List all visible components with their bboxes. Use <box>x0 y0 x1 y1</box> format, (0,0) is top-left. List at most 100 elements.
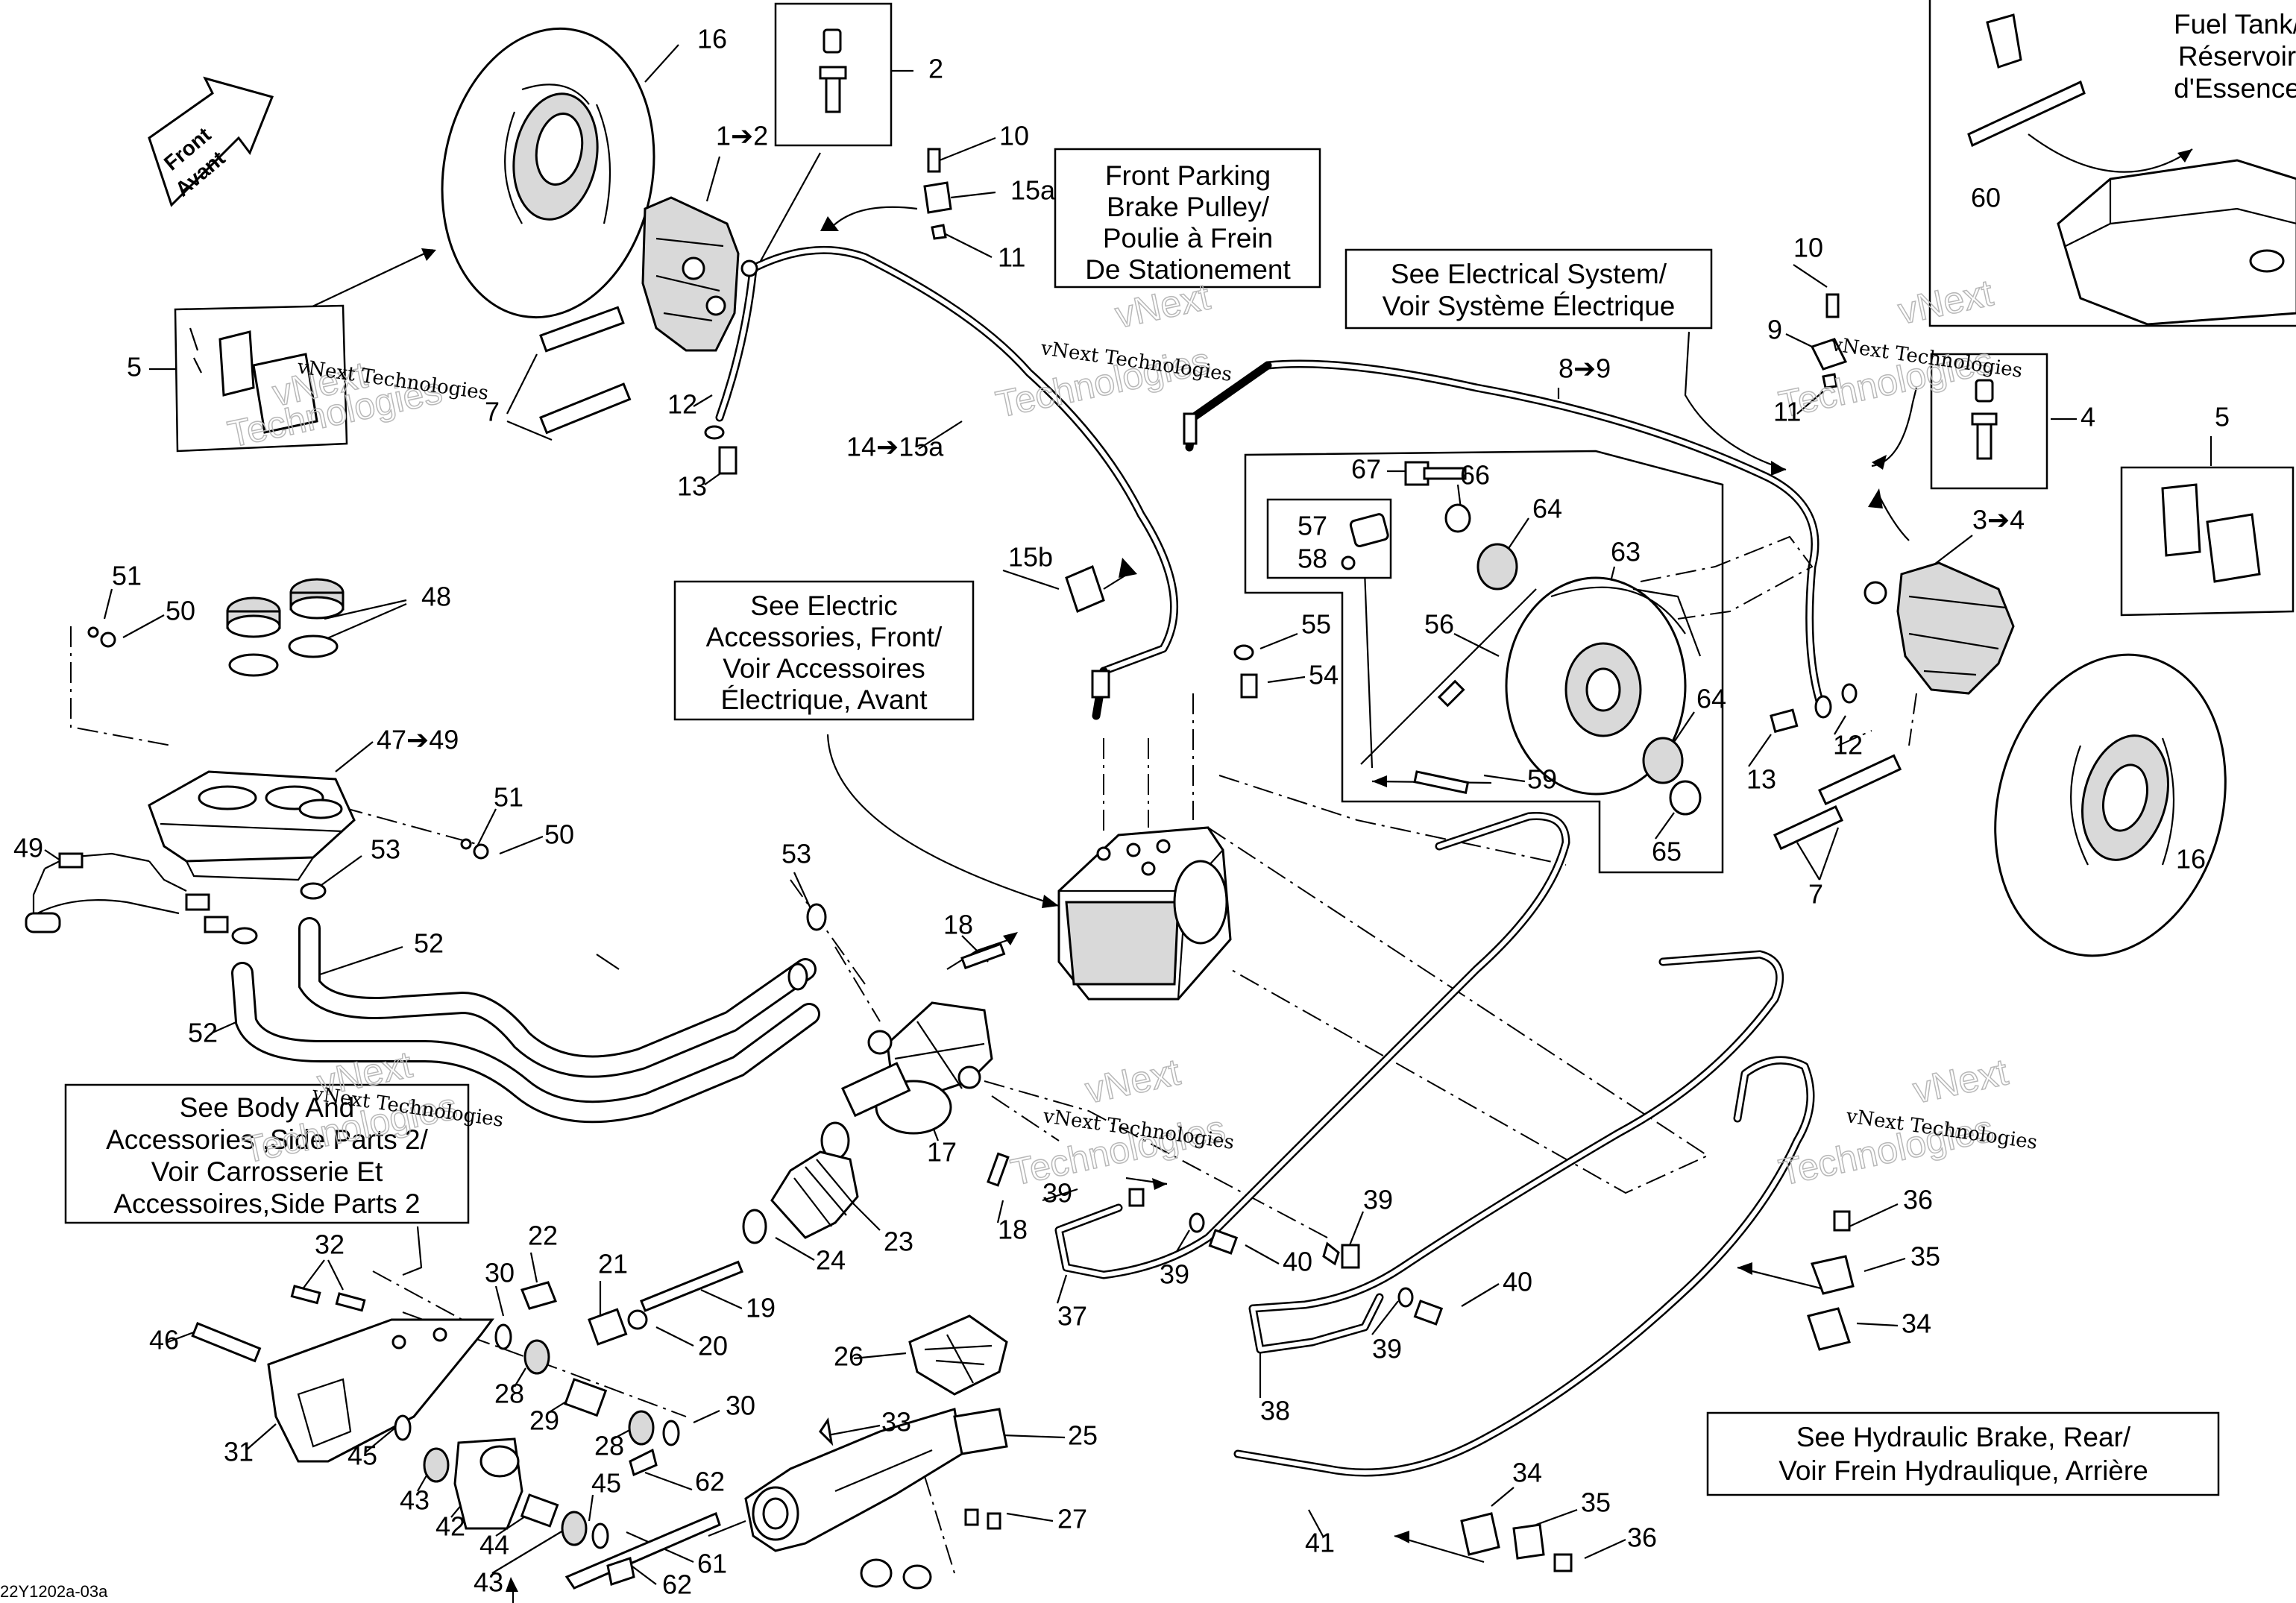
callout-77: 64 <box>1696 684 1726 714</box>
callout-2: 2 <box>928 54 943 84</box>
note-line: Électrique, Avant <box>721 684 928 715</box>
master-cylinder <box>820 1001 993 1160</box>
callout-37: 38 <box>1260 1396 1290 1426</box>
note-line: Brake Pulley/ <box>1107 192 1270 222</box>
callout-43: 20 <box>698 1331 728 1361</box>
note-line: d'Essence <box>2174 73 2296 104</box>
banjo-fitting-left <box>704 425 737 475</box>
abs-hydraulic-module <box>1057 826 1232 1001</box>
callout-86: 60 <box>1971 183 2001 213</box>
callout-71: 66 <box>1460 460 1490 491</box>
callout-55: 45 <box>591 1468 621 1499</box>
callout-38: 32 <box>315 1229 345 1260</box>
callout-82: 9 <box>1767 315 1782 345</box>
callout-36: 39 <box>1372 1334 1402 1364</box>
callout-44: 46 <box>149 1325 179 1355</box>
reservoir-level-sensor-49 <box>25 852 229 933</box>
callout-12: 50 <box>166 596 195 626</box>
callout-19: 50 <box>544 819 574 850</box>
pedal-bushings <box>394 1323 680 1483</box>
callout-88: 13 <box>1746 764 1776 795</box>
callout-74: 58 <box>1298 544 1327 574</box>
callout-22: 53 <box>781 839 811 869</box>
front-left-brake-disc <box>441 27 655 319</box>
callout-41: 21 <box>598 1249 628 1279</box>
callout-23: 52 <box>414 928 444 959</box>
callout-5: 11 <box>998 242 1025 273</box>
callout-64: 34 <box>1512 1458 1542 1488</box>
pedal-pivot-housing <box>453 1437 609 1549</box>
callout-25: 18 <box>943 910 973 940</box>
note-line: De Stationement <box>1085 254 1291 285</box>
callout-59: 27 <box>1057 1504 1087 1534</box>
callout-7: 7 <box>485 397 500 427</box>
front-right-bleeder-box <box>1930 353 2048 490</box>
note-line: Voir Système Électrique <box>1383 291 1676 321</box>
brake-line-clip-15a <box>923 148 952 240</box>
note-line: Réservoir <box>2178 41 2296 72</box>
callout-31: 37 <box>1057 1301 1087 1332</box>
callout-58: 44 <box>479 1530 509 1561</box>
callout-3: 10 <box>999 121 1029 151</box>
callout-16: 54 <box>1309 660 1339 690</box>
callout-45: 28 <box>494 1379 524 1409</box>
note-box-front-parking-brake-pulley: Front Parking Brake Pulley/ Poulie à Fre… <box>1054 148 1321 289</box>
callout-75: 63 <box>1611 537 1641 567</box>
callout-27: 23 <box>884 1226 913 1257</box>
parking-brake-link <box>564 1448 721 1590</box>
callout-14: 15b <box>1008 542 1053 573</box>
callout-26: 17 <box>927 1137 957 1168</box>
note-line: Front Parking <box>1105 160 1271 191</box>
callout-57: 42 <box>435 1511 465 1542</box>
callout-54: 43 <box>400 1485 430 1516</box>
brake-fluid-reservoir <box>87 578 489 945</box>
callout-83: 11 <box>1773 397 1801 427</box>
callout-24: 52 <box>188 1018 218 1048</box>
callout-79: 65 <box>1652 837 1682 867</box>
callout-39: 22 <box>528 1221 558 1251</box>
note-line: Poulie à Frein <box>1103 223 1273 253</box>
reservoir-hoses <box>231 917 820 1124</box>
callout-18: 51 <box>494 782 523 813</box>
front-left-caliper <box>641 196 758 352</box>
callout-35: 40 <box>1503 1267 1532 1297</box>
callout-66: 36 <box>1627 1522 1657 1553</box>
callout-15: 55 <box>1301 609 1331 640</box>
callout-21: 53 <box>371 834 400 865</box>
callout-46: 29 <box>529 1405 559 1436</box>
callout-32: 39 <box>1160 1259 1189 1290</box>
callout-40: 30 <box>485 1258 515 1288</box>
callout-4: 15a <box>1010 175 1056 206</box>
callout-65: 35 <box>1581 1487 1611 1518</box>
callout-13: 48 <box>421 582 451 612</box>
callout-85: 5 <box>2215 402 2230 432</box>
callout-30: 18 <box>998 1215 1028 1245</box>
note-box-electrical-system: See Electrical System/ Voir Système Élec… <box>1344 248 1713 330</box>
callout-34: 39 <box>1363 1185 1393 1215</box>
brake-pedal <box>744 1314 1008 1590</box>
callout-67: 36 <box>1903 1185 1933 1215</box>
front-right-caliper <box>1863 561 2015 695</box>
note-line: See Electric <box>750 591 897 621</box>
callout-70: 67 <box>1351 454 1381 485</box>
callout-17: 47➔49 <box>377 725 459 755</box>
callout-89: 12 <box>1833 730 1863 760</box>
callout-81: 10 <box>1793 233 1823 263</box>
note-box-fuel-tank: Fuel Tank/ Réservoir d'Essence <box>2174 9 2296 104</box>
callout-28: 24 <box>816 1245 846 1276</box>
callout-84: 4 <box>2080 402 2095 432</box>
callout-73: 57 <box>1298 511 1327 541</box>
callout-72: 64 <box>1532 494 1562 524</box>
bleeder-valve-box <box>774 2 893 147</box>
parking-brake-pulley-inset <box>1244 450 1814 874</box>
fittings-39-40 <box>1128 1188 1444 1326</box>
callout-60: 61 <box>697 1549 727 1579</box>
fittings-54-55 <box>1065 412 1258 699</box>
callout-62: 62 <box>662 1569 692 1600</box>
callout-87: 3➔4 <box>1972 505 2025 535</box>
note-line: Accessories ,Side Parts 2/ <box>106 1124 429 1155</box>
callout-6: 5 <box>127 352 142 382</box>
mounting-bolts-18 <box>960 942 1010 1187</box>
